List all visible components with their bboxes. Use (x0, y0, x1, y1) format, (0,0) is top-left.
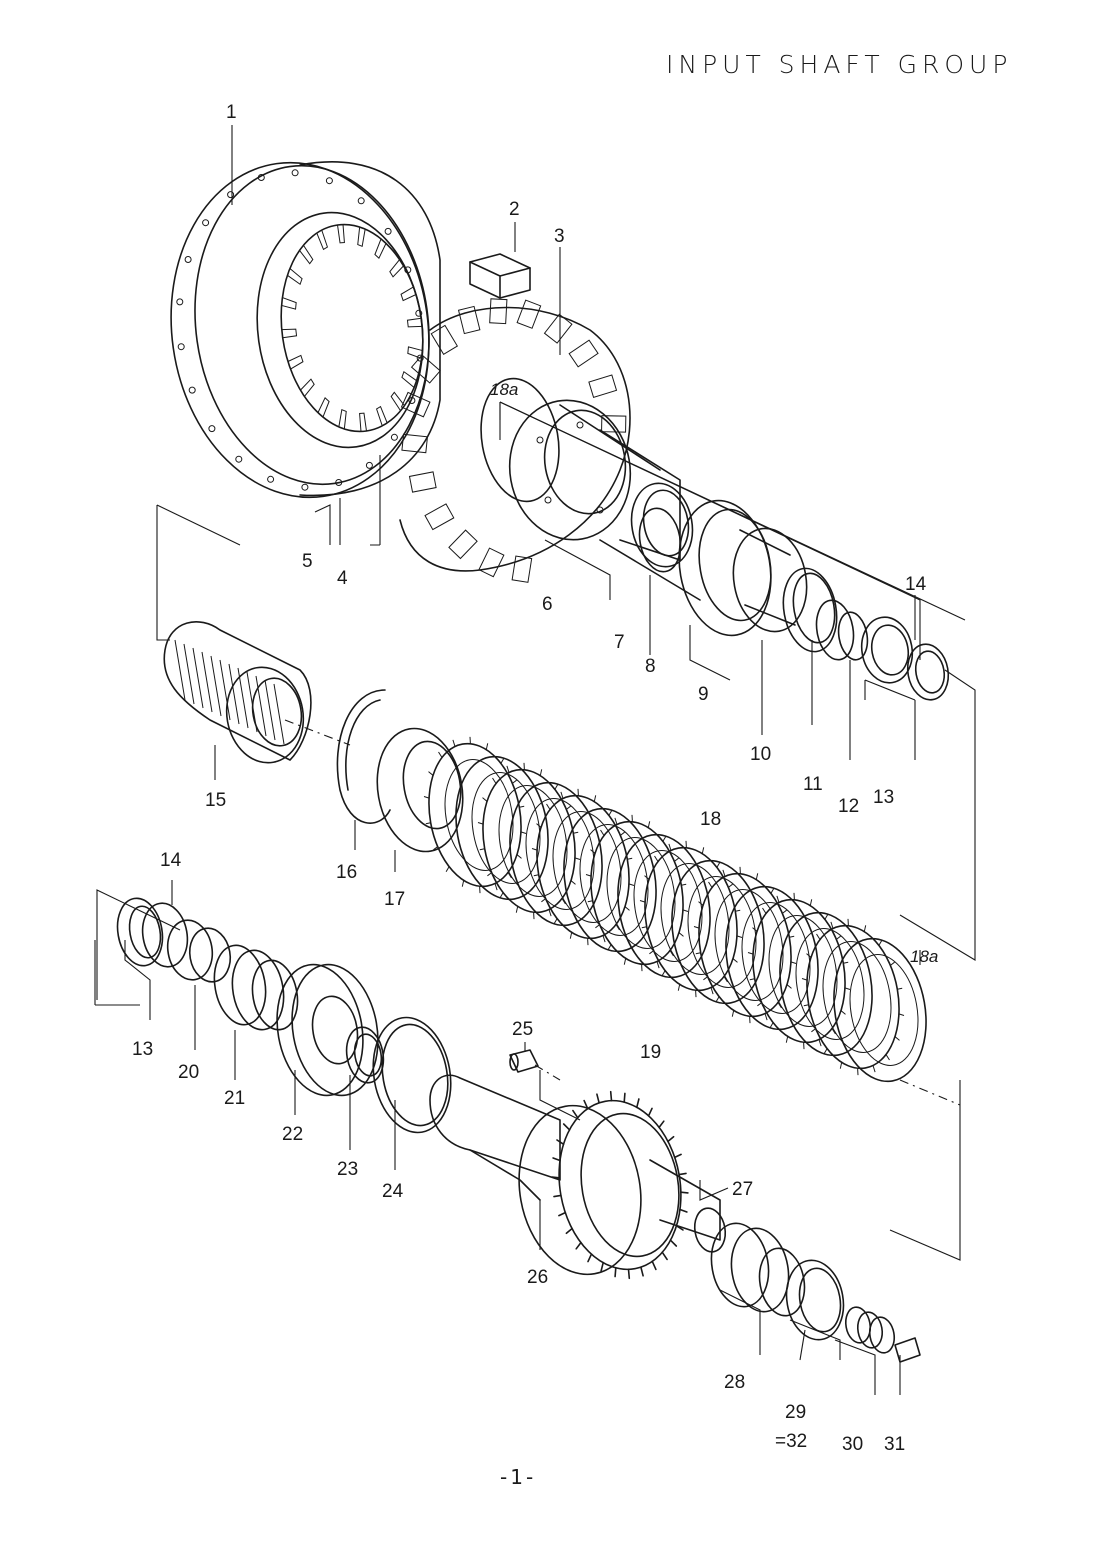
callout-26: 26 (527, 1267, 548, 1288)
callout-27: 27 (732, 1179, 753, 1200)
callout-5: 5 (302, 551, 313, 572)
callout-18: 18 (700, 809, 721, 830)
callout-8: 8 (645, 656, 656, 677)
callout-14-lower: 14 (160, 850, 182, 871)
callout-10: 10 (750, 744, 771, 765)
callout-18a-top: 18a (490, 380, 518, 399)
callout-13-lower: 13 (132, 1039, 153, 1060)
callout-21: 21 (224, 1088, 245, 1109)
callout-2: 2 (509, 199, 520, 220)
callout-22: 22 (282, 1124, 303, 1145)
part-15-splined-hub (163, 621, 312, 764)
page-title: INPUT SHAFT GROUP (666, 50, 1013, 79)
part-17-plate (376, 727, 464, 853)
callout-31: 31 (884, 1434, 905, 1455)
callout-3: 3 (554, 226, 565, 247)
part-26-input-shaft (429, 1074, 727, 1280)
part-3-segment-carrier (399, 298, 631, 583)
callout-6: 6 (542, 594, 553, 615)
callout-20: 20 (178, 1062, 199, 1083)
part-8-ring (630, 482, 694, 568)
callout-29: 29 (785, 1402, 806, 1423)
callout-13-upper: 13 (873, 787, 894, 808)
callout-19: 19 (640, 1042, 661, 1063)
callout-14-upper: 14 (905, 574, 927, 595)
centerlines (284, 719, 961, 1106)
part-16-snap-ring (336, 689, 391, 824)
callout-12: 12 (838, 796, 859, 817)
callout-7: 7 (614, 632, 625, 653)
callout-1: 1 (226, 102, 237, 123)
callout-9: 9 (698, 684, 709, 705)
part-9-bearing (678, 499, 808, 637)
callout-15: 15 (205, 790, 226, 811)
part-25-pin (509, 1049, 539, 1073)
parts-10-14-rings (782, 567, 950, 701)
part-2-block (469, 253, 531, 299)
callout-23: 23 (337, 1159, 358, 1180)
callout-25: 25 (512, 1019, 533, 1040)
callout-24: 24 (382, 1181, 404, 1202)
callout-18a-right: 18a (910, 947, 938, 966)
leader-lines (94, 125, 976, 1395)
page-number: -1- (500, 1465, 537, 1489)
callout-16: 16 (336, 862, 357, 883)
part-1-ring-gear (170, 161, 441, 499)
part-6-hub (508, 399, 701, 601)
part-18-19-clutch-pack (423, 736, 927, 1083)
callout-30: 30 (842, 1434, 863, 1455)
callout-17: 17 (384, 889, 405, 910)
callouts: 1 2 3 4 5 6 7 8 9 10 11 12 13 14 15 16 1… (132, 102, 938, 1455)
callout-28: 28 (724, 1372, 745, 1393)
callout-11: 11 (803, 774, 823, 795)
callout-29-equals-32: =32 (775, 1431, 807, 1452)
callout-4: 4 (337, 568, 348, 589)
parts-28-31 (710, 1222, 921, 1363)
lower-left-stack (116, 897, 452, 1134)
